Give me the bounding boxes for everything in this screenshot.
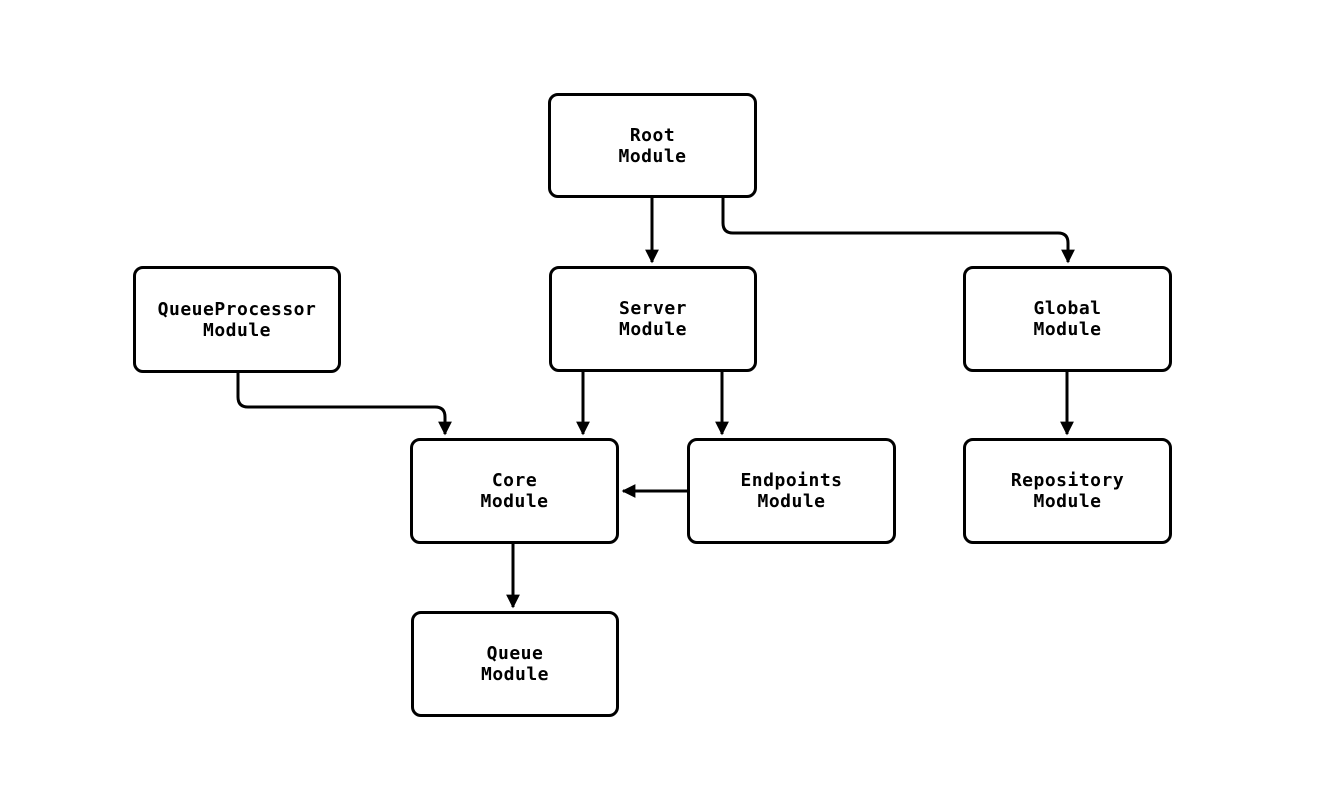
node-root-module: Root Module bbox=[548, 93, 757, 198]
node-label-line: Module bbox=[202, 319, 272, 341]
edge-root-to-global bbox=[721, 198, 1075, 264]
node-label-line: Module bbox=[480, 664, 550, 685]
node-label-line: Endpoints bbox=[740, 470, 843, 491]
node-label-line: Global bbox=[1033, 298, 1102, 319]
node-label-line: Module bbox=[757, 491, 826, 512]
node-label-line: Module bbox=[618, 319, 688, 340]
node-label-line: Root bbox=[629, 124, 676, 146]
node-label-line: QueueProcessor bbox=[157, 298, 317, 320]
node-core-module: Core Module bbox=[410, 438, 619, 544]
edge-queueprocessor-to-core bbox=[236, 373, 452, 436]
node-label-line: Repository bbox=[1010, 470, 1125, 491]
node-label-line: Module bbox=[480, 491, 549, 512]
node-endpoints-module: Endpoints Module bbox=[687, 438, 896, 544]
node-server-module: Server Module bbox=[549, 266, 757, 372]
node-label-line: Core bbox=[491, 470, 538, 491]
node-queue-module: Queue Module bbox=[411, 611, 619, 717]
node-queueprocessor-module: QueueProcessor Module bbox=[133, 266, 341, 373]
node-label-line: Server bbox=[618, 298, 688, 319]
node-global-module: Global Module bbox=[963, 266, 1172, 372]
node-label-line: Queue bbox=[486, 643, 544, 664]
node-label-line: Module bbox=[1033, 491, 1102, 512]
node-label-line: Module bbox=[618, 145, 687, 167]
node-label-line: Module bbox=[1033, 319, 1102, 340]
node-repository-module: Repository Module bbox=[963, 438, 1172, 544]
